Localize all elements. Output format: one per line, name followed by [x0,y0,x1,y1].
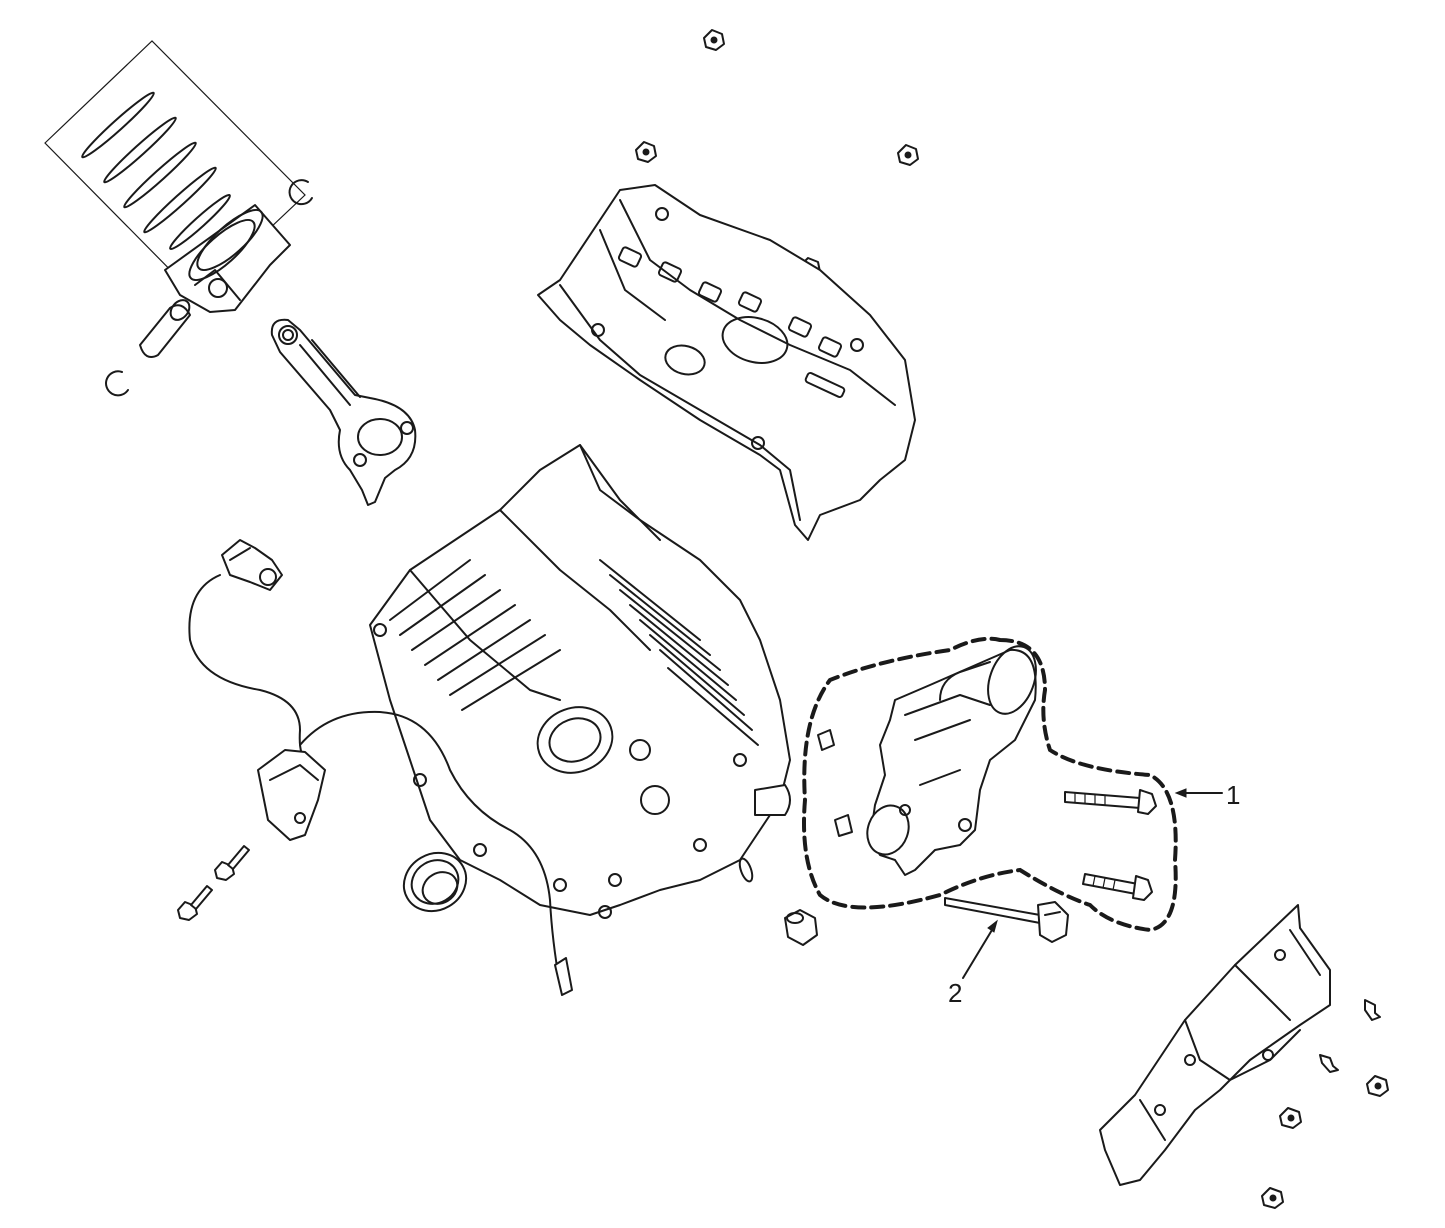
dipstick-bolt [944,897,1069,943]
starter-bolt-1 [1064,789,1157,815]
starter-motor [866,645,1037,876]
dowel-pin-1 [817,729,835,751]
screw-right-1 [1364,999,1381,1021]
leader-line-2 [962,919,998,979]
starter-motor-assembly [802,636,1178,933]
washer [738,857,754,883]
starter-bolt-2 [1082,873,1153,901]
bolt-right-3 [1366,1075,1389,1097]
piston-ring-set [44,40,306,313]
wire-terminal [554,957,573,996]
screw-right-2 [1319,1054,1339,1073]
bolt-top-2 [635,141,657,163]
piston-ring [123,141,197,209]
bolt-right-4 [1279,1107,1302,1129]
drain-plug [784,909,818,946]
piston-ring [169,193,231,251]
piston-ring [143,166,217,234]
callout-number-1: 1 [1226,780,1241,810]
cylinder-shroud [537,184,916,541]
bolt-right-5 [1261,1187,1284,1209]
piston-pin [139,299,191,358]
sensor-connector-lower [257,749,326,841]
sensor-upper [221,539,283,591]
piston-ring [81,91,155,159]
wire-harness [188,539,573,996]
bolt-top-1 [703,29,725,51]
piston-pin-clip-lower [105,370,129,397]
callout-number-2: 2 [948,978,963,1008]
piston-ring [103,116,177,184]
side-cover [1099,904,1331,1186]
leader-line-1 [1174,788,1223,798]
piston [164,204,291,313]
crankcase [369,444,791,919]
bolt-top-3 [897,144,919,166]
bolt-left-1 [214,845,250,881]
bolt-left-2 [177,885,213,921]
piston-pin-clip-upper [288,179,313,206]
dowel-pin-2 [834,814,853,837]
oil-seal [402,851,468,913]
connecting-rod [270,318,417,506]
